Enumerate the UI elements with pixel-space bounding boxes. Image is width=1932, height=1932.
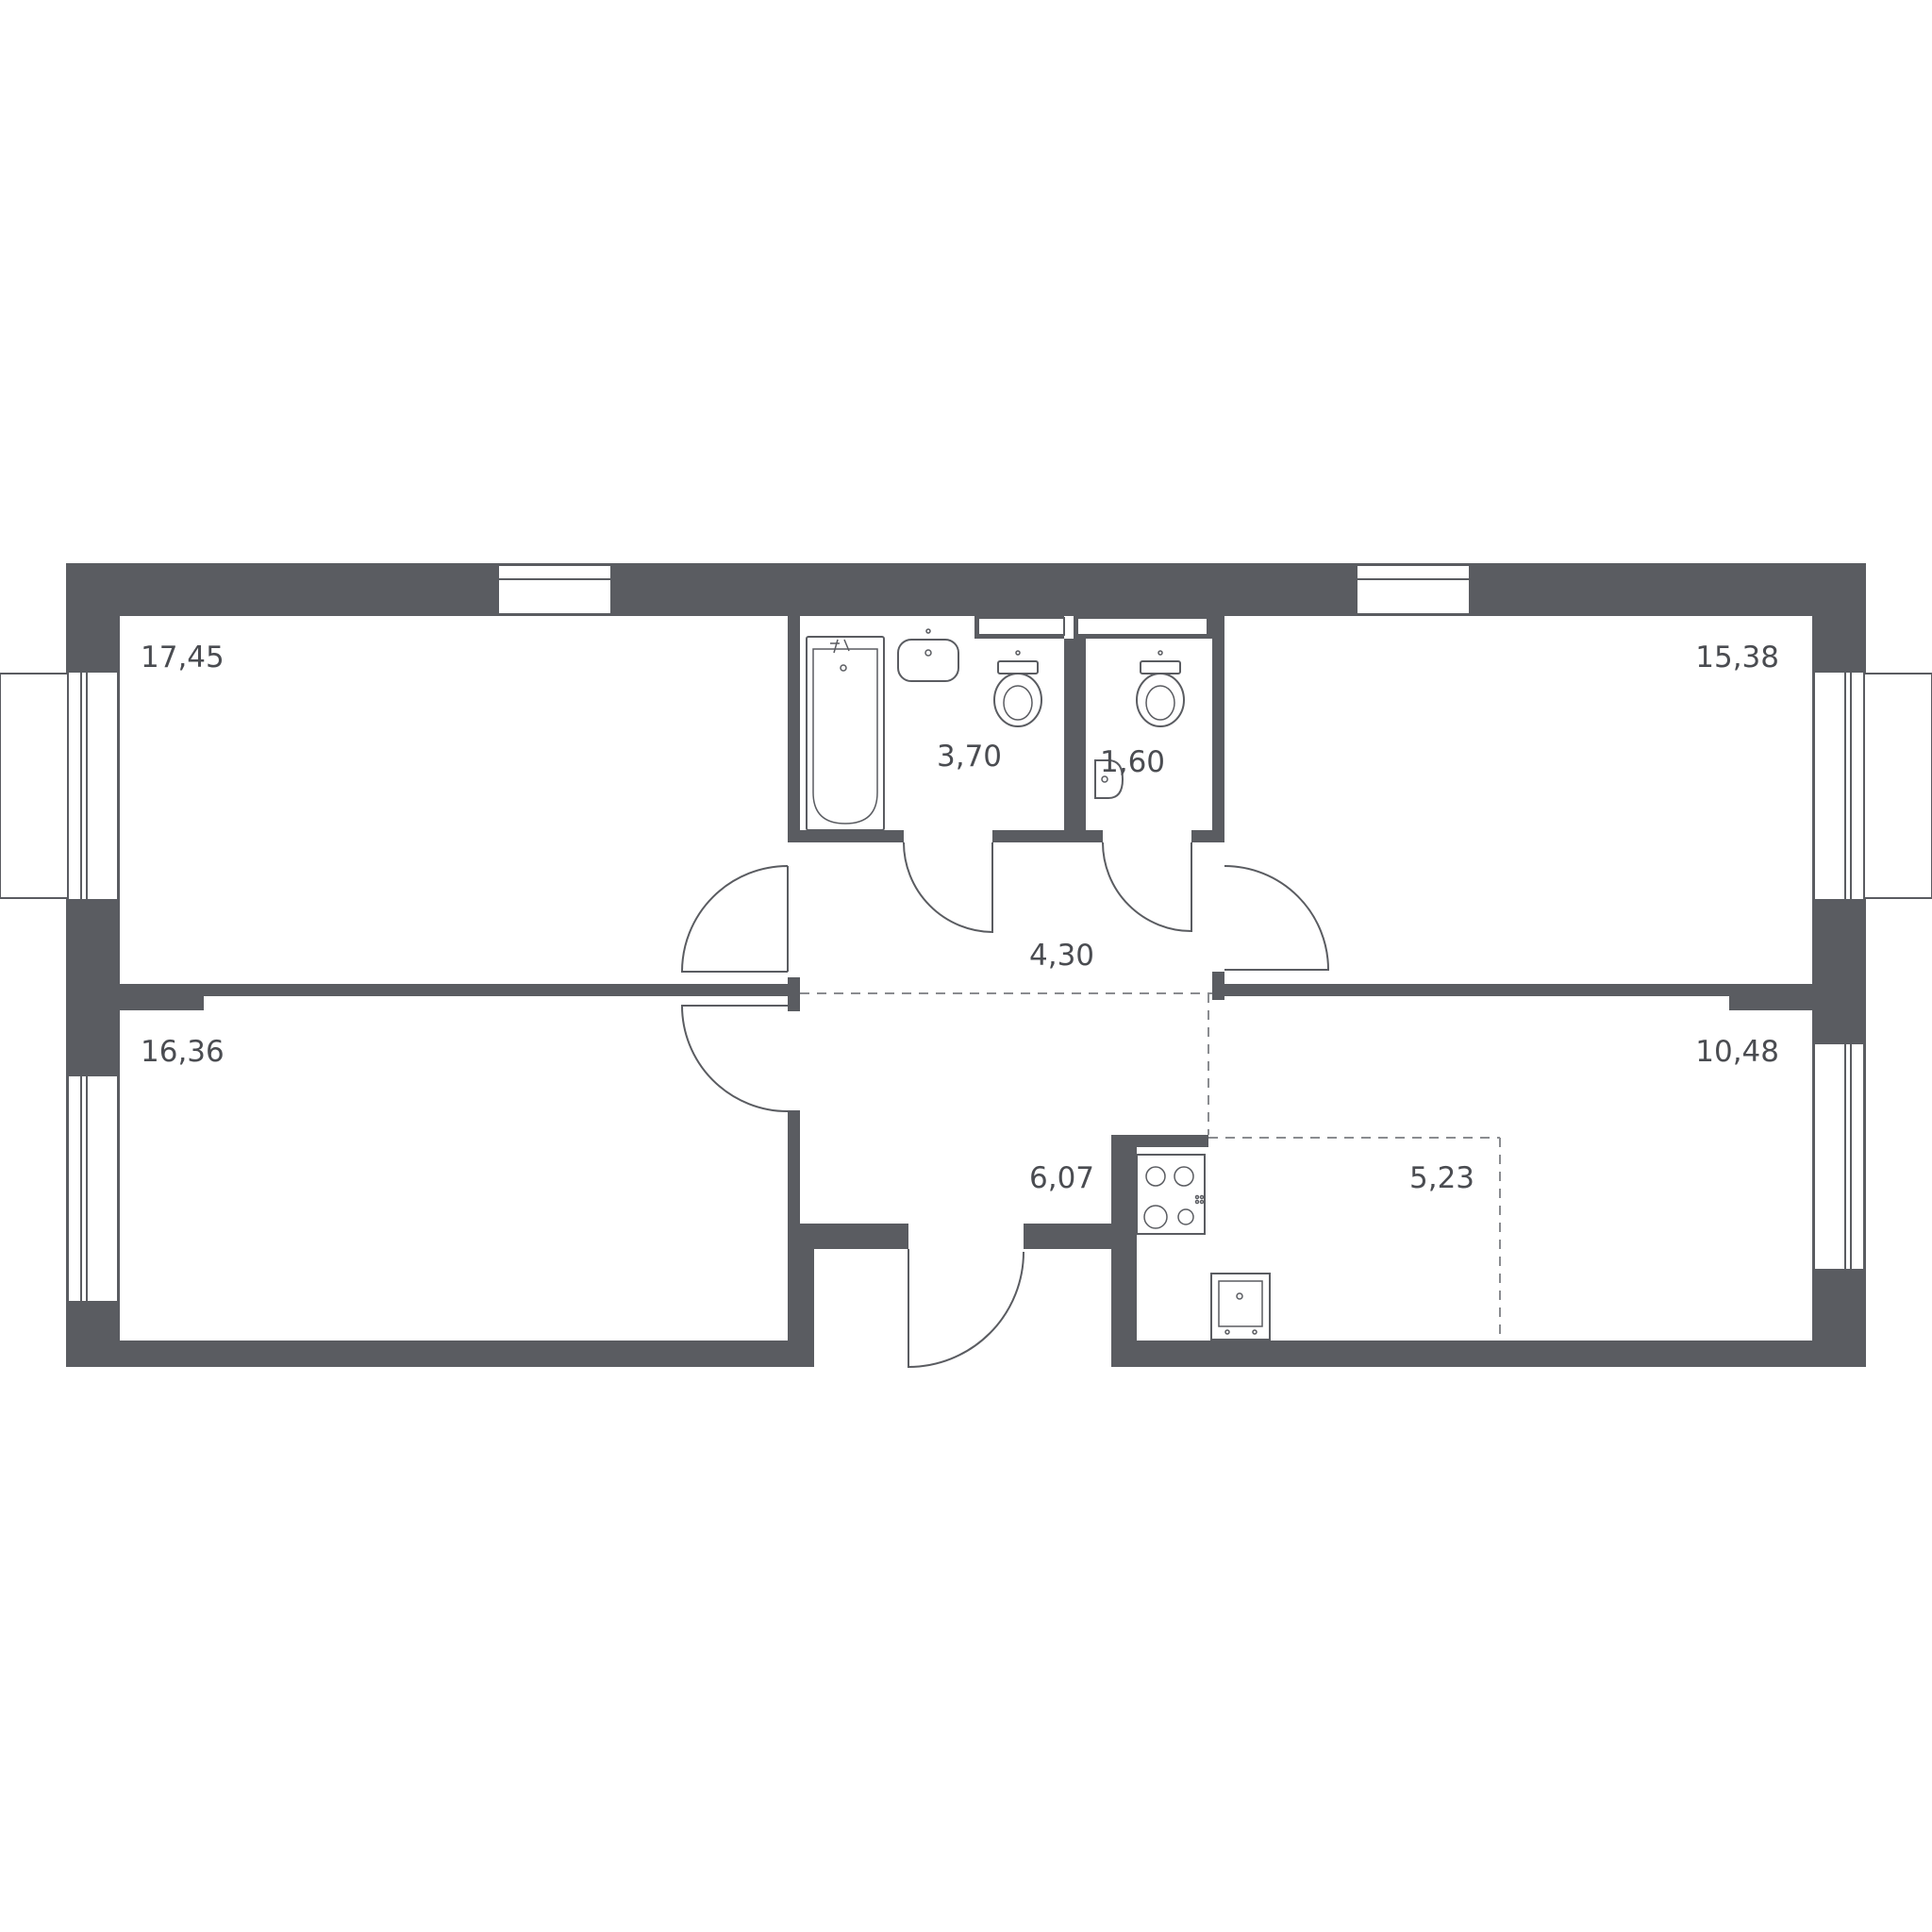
stove-icon — [1136, 1154, 1206, 1235]
area-bedroom-top-left: 17,45 — [141, 641, 225, 675]
door-toilet — [1102, 841, 1192, 933]
toilet-icon — [1136, 650, 1185, 727]
window-top-left — [497, 564, 612, 615]
window-right-top — [1813, 671, 1865, 901]
area-bathroom: 3,70 — [937, 740, 1002, 774]
wall-toilet-right — [1212, 616, 1224, 842]
sink-icon — [1094, 759, 1124, 799]
wall-bath-left — [788, 616, 800, 842]
wall-entrance-left — [800, 1224, 908, 1249]
windows — [0, 564, 1932, 1303]
area-bedroom-bottom-left: 16,36 — [141, 1035, 225, 1069]
vent-shaft-bath — [977, 617, 1065, 636]
outer-walls — [66, 563, 1866, 1367]
sink-icon — [897, 628, 959, 682]
door-entrance — [908, 1249, 1024, 1369]
wall-bath-bottom-left — [800, 830, 904, 842]
wall-left-divider-thick — [120, 984, 204, 1010]
window-right-bottom — [1813, 1042, 1865, 1271]
balcony-right — [1863, 673, 1932, 899]
area-hall: 6,07 — [1029, 1161, 1094, 1195]
wall-right-rooms-divider — [1222, 984, 1812, 996]
area-room-bottom-right: 10,48 — [1695, 1035, 1779, 1069]
vent-shaft-toilet — [1076, 617, 1208, 636]
balcony-left — [0, 673, 69, 899]
door-bedroom-bottom-left — [680, 1005, 789, 1112]
wall-kitchen-left — [1111, 1135, 1137, 1367]
wall-toilet-right-stub — [1212, 972, 1224, 1000]
area-corridor: 4,30 — [1029, 939, 1094, 973]
wall-bath-toilet — [1064, 639, 1086, 837]
wall-top — [66, 563, 1866, 616]
wall-entrance-right — [1024, 1224, 1137, 1249]
area-bedroom-top-right: 15,38 — [1695, 641, 1779, 675]
wall-toilet-bottom-right — [1191, 830, 1224, 842]
room-labels: 17,45 16,36 3,70 1,60 15,38 10,48 4,30 6… — [141, 641, 1779, 1195]
area-toilet: 1,60 — [1100, 745, 1165, 779]
wall-bath-left-stub — [788, 977, 800, 1011]
door-bedroom-top-right — [1224, 865, 1330, 971]
wall-hall-left — [788, 1110, 800, 1341]
bathtub-icon — [806, 636, 885, 831]
wall-bottom-left — [66, 1341, 814, 1367]
wall-bottom-right — [1111, 1341, 1866, 1367]
window-left-bottom — [67, 1074, 119, 1303]
zone-separators — [800, 992, 1501, 1341]
door-bedroom-top-left — [680, 865, 789, 973]
area-kitchen: 5,23 — [1409, 1161, 1474, 1195]
wall-right-divider-thick — [1729, 984, 1812, 1010]
wall-bath-bottom-right — [992, 830, 1103, 842]
door-bathroom — [903, 841, 993, 934]
toilet-icon — [993, 650, 1042, 727]
window-left-top — [67, 671, 119, 901]
window-top-right — [1356, 564, 1471, 615]
doors — [680, 841, 1330, 1369]
wall-kitchen-top — [1124, 1135, 1208, 1147]
interior-walls — [120, 616, 1812, 1341]
wall-left-rooms-divider — [120, 984, 790, 996]
kitchen-sink-icon — [1210, 1273, 1271, 1341]
